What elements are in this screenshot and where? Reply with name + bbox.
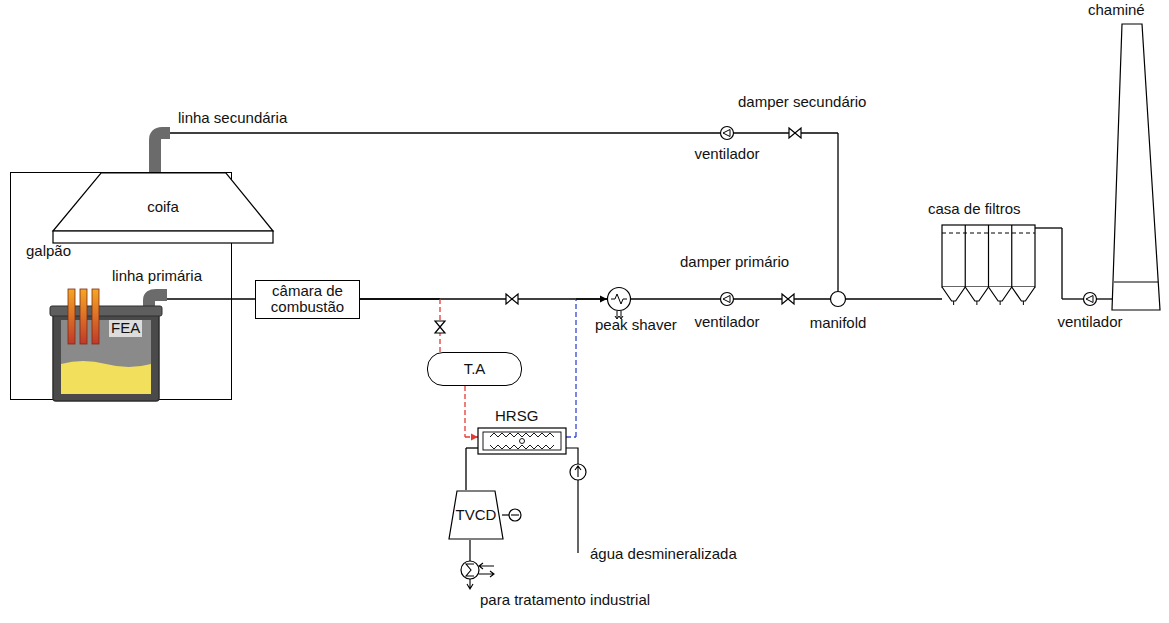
flow-connector [631,299,720,300]
manifold-symbol: manifold [830,291,846,307]
hood-shape: coifa [53,173,273,243]
arrow-head [600,296,607,303]
connector-segment [360,298,440,299]
line-label: linha secundária [178,110,287,127]
pump-symbol [570,464,586,480]
peak-shaver-symbol: peak shaver [607,287,631,311]
turbine-shape: TVCD [448,490,504,540]
flow-connector [360,299,440,352]
flow-connector [155,133,720,173]
manifold-symbol-outline [830,291,846,307]
node-label: ventilador [1057,314,1122,331]
node-label: HRSG [495,408,538,425]
tank-box: T.A [427,352,522,386]
connector-segment [575,299,576,437]
node-label: manifold [810,315,867,332]
process-box: câmara de combustão [255,280,360,319]
damper-symbol [782,294,794,304]
generator-mark [511,514,519,515]
node-label: casa de filtros [928,201,1021,218]
connector-segment [466,447,478,448]
flow-connector [465,386,478,441]
connector-segment [846,298,942,299]
node-label: T.A [460,361,490,378]
arrow-head [471,434,478,441]
valve-symbol [435,321,445,333]
peak-shaver-symbol-outline [607,287,631,311]
line-label: damper primário [680,254,789,271]
fan-symbol-outline [1083,292,1097,306]
connector-segment [631,298,720,299]
fan-symbol-outline [720,126,734,140]
shaft-line [502,514,509,515]
line-label: água desmineralizada [590,546,737,563]
pump-arrow [575,466,581,477]
node-label: ventilador [694,314,759,331]
connector-segment [155,132,720,133]
building-outline: galpão coifaFEA [10,172,232,400]
node-label: TVCD [456,507,497,524]
flow-connector [360,299,607,300]
connector-segment [734,132,838,133]
flow-connector [1035,228,1083,299]
furnace-shape-outline [53,306,159,401]
baghouse-shape-outline [942,225,1035,305]
valve-symbol [506,294,518,304]
flow-connector [466,448,478,490]
connector-segment [465,448,466,490]
node-label: galpão [26,243,71,260]
node-label: peak shaver [595,317,677,334]
chimney-shape: chaminé [1112,24,1160,310]
condenser-symbol [461,561,479,579]
node-label: coifa [147,199,179,216]
fan-symbol: ventilador [720,292,734,306]
connector-segment [464,386,465,437]
line-label: para tratamento industrial [480,592,650,609]
node-label: ventilador [694,146,759,163]
node-label: câmara de combustão [256,283,359,316]
fan-symbol: ventilador [720,126,734,140]
line-label: damper secundário [738,94,866,111]
connector-segment [360,298,607,299]
cooling-water-lines [467,563,494,589]
flow-connector [1097,299,1112,300]
connector-segment [1061,228,1062,299]
damper-symbol [789,128,801,138]
baghouse-shape: casa de filtros [942,225,1035,305]
pipe-elbow [155,133,170,176]
connector-segment [1035,227,1062,228]
fan-symbol: ventilador [1083,292,1097,306]
condenser-coil [466,564,474,576]
chimney-shape-outline [1112,24,1160,310]
heat-exchanger-box-outline [478,428,566,454]
generator-symbol [509,509,521,521]
connector-segment [1097,298,1112,299]
connector-segment [1062,298,1083,299]
node-label: FEA [109,320,142,337]
connector-segment [837,133,838,291]
heat-exchanger-box: HRSG [478,428,566,454]
line-label: linha primária [112,268,202,285]
furnace-shape: FEA [53,306,159,401]
flow-connector [846,299,942,300]
connector-segment [566,436,576,437]
node-label: chaminé [1088,2,1145,19]
exhaust-line [469,540,470,561]
fan-symbol-outline [720,292,734,306]
